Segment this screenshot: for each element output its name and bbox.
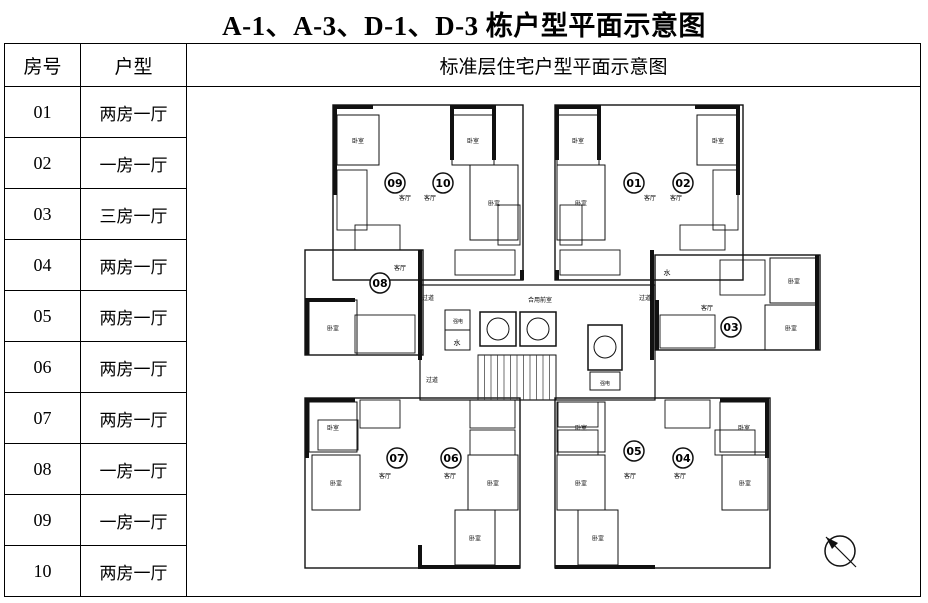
room-number: 08 [4,443,81,495]
room-number: 07 [4,392,81,444]
room-number: 09 [4,494,81,546]
header-floor-plan: 标准层住宅户型平面示意图 [186,43,921,87]
header-unit-type: 户型 [80,43,187,87]
room-number: 05 [4,290,81,342]
room-number: 04 [4,239,81,291]
room-number: 03 [4,188,81,240]
unit-type: 一房一厅 [80,494,187,546]
unit-type: 两房一厅 [80,290,187,342]
unit-type: 两房一厅 [80,392,187,444]
unit-type: 一房一厅 [80,137,187,189]
unit-type: 两房一厅 [80,545,187,597]
room-number: 01 [4,86,81,138]
room-number: 06 [4,341,81,393]
table-header-row: 房号 户型 标准层住宅户型平面示意图 [4,43,921,87]
page-title: A-1、A-3、D-1、D-3 栋户型平面示意图 [222,11,706,41]
floor-plan-cell [186,86,921,597]
room-number: 10 [4,545,81,597]
header-room-no: 房号 [4,43,81,87]
room-number: 02 [4,137,81,189]
unit-type: 三房一厅 [80,188,187,240]
unit-type: 两房一厅 [80,341,187,393]
unit-type: 两房一厅 [80,239,187,291]
unit-type: 两房一厅 [80,86,187,138]
unit-type: 一房一厅 [80,443,187,495]
